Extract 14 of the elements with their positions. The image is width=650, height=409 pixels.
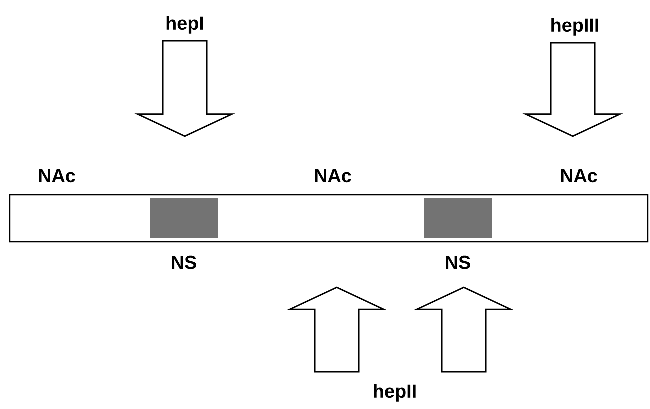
block-label: NS: [446, 256, 470, 270]
shaded-block: [424, 198, 492, 238]
residue-label: NAc: [315, 169, 352, 183]
residue-label: NAc: [39, 169, 76, 183]
block-arrow: [134, 40, 236, 138]
block-label: NS: [172, 256, 196, 270]
enzyme-label: hepIII: [552, 18, 598, 36]
shaded-block: [150, 198, 218, 238]
residue-label: NAc: [561, 169, 598, 183]
block-arrow: [414, 286, 514, 373]
enzyme-label: hepII: [374, 384, 416, 402]
enzyme-label: hepI: [166, 16, 204, 34]
block-arrow: [522, 42, 624, 138]
block-arrow: [286, 286, 388, 373]
